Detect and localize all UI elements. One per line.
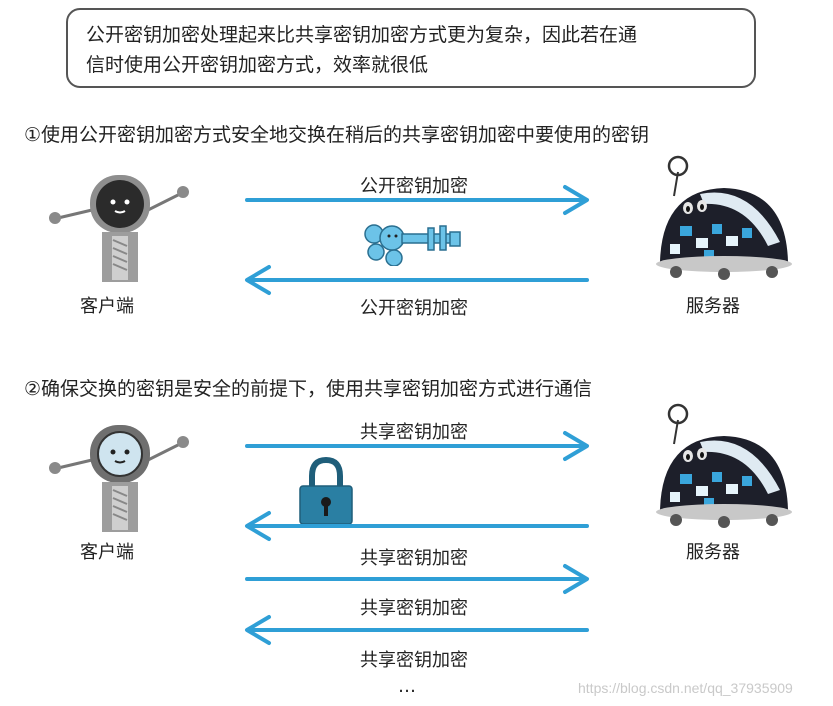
step1-title: ①使用公开密钥加密方式安全地交换在稍后的共享密钥加密中要使用的密钥 bbox=[24, 124, 650, 146]
step1-arrow-bottom-label: 公开密钥加密 bbox=[360, 298, 468, 319]
step1-arrow-top-label: 公开密钥加密 bbox=[360, 176, 468, 197]
step2-title: ②确保交换的密钥是安全的前提下，使用共享密钥加密方式进行通信 bbox=[24, 378, 593, 400]
step2-client-label: 客户端 bbox=[80, 542, 134, 563]
right-arrow-icon bbox=[245, 431, 589, 461]
padlock-icon bbox=[299, 456, 353, 525]
ellipsis: … bbox=[398, 676, 416, 697]
server-robot-icon bbox=[656, 403, 792, 528]
note-line-2: 信时使用公开密钥加密方式，效率就很低 bbox=[86, 54, 429, 76]
right-arrow-icon bbox=[245, 564, 589, 594]
left-arrow-icon bbox=[245, 265, 589, 295]
left-arrow-icon bbox=[245, 615, 589, 645]
step2-arrow-label-2: 共享密钥加密 bbox=[360, 548, 468, 569]
step2-arrow-label-3: 共享密钥加密 bbox=[360, 598, 468, 619]
client-robot-icon bbox=[49, 425, 189, 532]
watermark: https://blog.csdn.net/qq_37935909 bbox=[578, 680, 793, 696]
step2-arrow-label-4: 共享密钥加密 bbox=[360, 650, 468, 671]
step2-server-label: 服务器 bbox=[686, 542, 740, 563]
step1-server-label: 服务器 bbox=[686, 296, 740, 317]
note-line-1: 公开密钥加密处理起来比共享密钥加密方式更为复杂，因此若在通 bbox=[86, 24, 638, 46]
note-box: 公开密钥加密处理起来比共享密钥加密方式更为复杂，因此若在通 信时使用公开密钥加密… bbox=[66, 8, 756, 88]
key-icon bbox=[364, 224, 461, 266]
right-arrow-icon bbox=[245, 185, 589, 215]
step1-client-label: 客户端 bbox=[80, 296, 134, 317]
server-robot-icon bbox=[656, 155, 792, 280]
client-robot-icon bbox=[49, 175, 189, 282]
step2-arrow-label-1: 共享密钥加密 bbox=[360, 422, 468, 443]
left-arrow-icon bbox=[245, 511, 589, 541]
